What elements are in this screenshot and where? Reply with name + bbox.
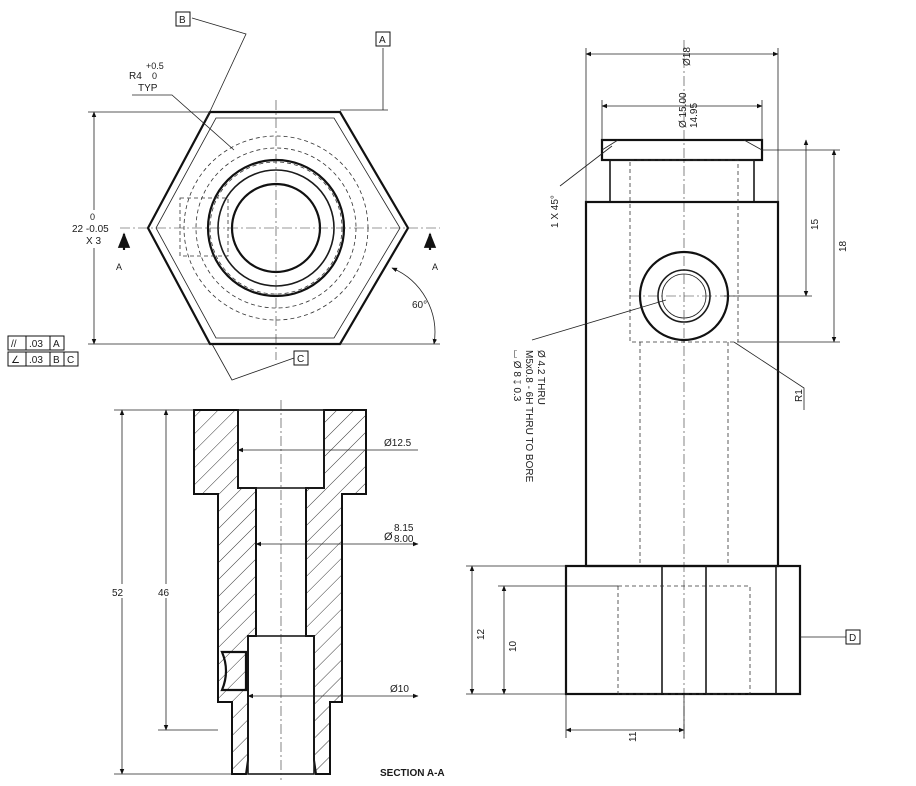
radius-tol-upper: +0.5 [146,61,164,71]
fcf-1-symbol: // [11,339,17,350]
dia-bore-symbol: Ø [384,531,393,543]
radius-r1-leader [733,341,805,410]
flange-chamfer-left [601,139,619,151]
top-view: B A +0.5 R4 0 TYP 0 22 -0.05 X 3 A A 60°… [7,11,440,381]
section-hatch-left [193,409,257,775]
side-hidden-bore [629,159,739,343]
radius-note: TYP [138,83,158,94]
radius-r1-label: R1 [794,389,805,402]
side-body [584,200,780,568]
flats-count: X 3 [86,236,101,247]
datum-b-leader [191,17,247,121]
dia-flange-upper: Ø 15.00 [678,92,689,128]
side-flange [600,138,764,162]
fcf-2-datum1: B [53,355,60,366]
fcf-parallelism: // .03 A [7,335,65,351]
fcf-angularity: ∠ .03 B C [7,351,79,367]
hole-note-line-1: Ø 4.2 THRU [535,350,546,405]
dia-bore-lower: 8.00 [394,534,414,545]
datum-c-box [293,350,309,366]
section-title: SECTION A-A [380,768,445,779]
section-hatch-right [305,409,367,775]
datum-c-leader [211,343,295,381]
dim-12-label: 12 [476,628,487,640]
dim-10-label: 10 [508,640,519,652]
dia-bore-upper: 8.15 [394,523,414,534]
dia-lower-label: Ø10 [390,684,409,695]
side-hex-base [564,564,802,696]
datum-b-label: B [179,15,186,26]
dim-46-label: 46 [158,588,170,599]
fcf-2-symbol: ∠ [11,355,20,366]
chamfer-label: 1 X 45° [550,195,561,228]
section-cross-hole [220,650,248,692]
datum-a-label: A [379,35,386,46]
dia-counterbore-label: Ø12.5 [384,438,412,449]
datum-c-label: C [297,354,304,365]
fcf-2-tolerance: .03 [29,355,43,366]
fcf-2-datum2: C [67,355,74,366]
angle-label: 60° [412,300,427,311]
fcf-1-tolerance: .03 [29,339,43,350]
radius-leader [132,94,235,151]
section-arrow-left-label: A [116,262,122,272]
side-neck [609,159,755,203]
hole-note-line-2: M5x0.8 - 6H THRU TO BORE [523,350,534,483]
datum-d-label: D [849,633,856,644]
hex-hidden-port [179,197,229,257]
fcf-1-datum: A [53,339,60,350]
section-arrow-right-label: A [432,262,438,272]
hole-note-leader [531,299,667,341]
chamfer-leader [559,145,613,187]
dim-15-label: 15 [810,218,821,230]
dim-18-label: 18 [838,240,849,252]
angle-arc [391,267,438,345]
dim-11-label: 11 [628,731,639,742]
side-view: Ø18 Ø 15.00 14.95 1 X 45° 15 18 Ø 4.2 TH… [466,40,861,742]
hole-note-line-3: ⌴ Ø 8 ↧ 0.3 [511,350,522,402]
hex-base-hidden [617,585,751,695]
flange-chamfer-right [743,139,763,151]
datum-d-box [845,629,861,645]
flats-dim-value: 22 -0.05 [72,224,109,235]
radius-value: R4 [129,71,142,82]
section-view: 52 46 Ø12.5 Ø 8.15 8.00 Ø10 SECTION A-A [110,400,445,780]
radius-tol-lower: 0 [152,71,157,81]
datum-a-box [375,31,391,47]
datum-b-box [175,11,191,27]
dia-outer-label: Ø18 [682,47,693,66]
flats-tol-upper: 0 [90,212,95,222]
dim-52-label: 52 [112,588,124,599]
dia-flange-lower: 14.95 [689,103,700,128]
